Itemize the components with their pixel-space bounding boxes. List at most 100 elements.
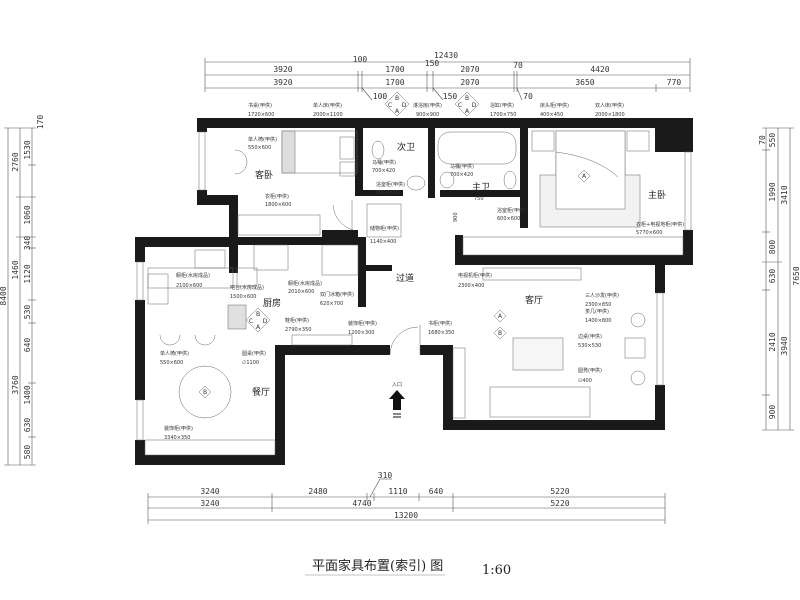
dim-right: 550 [768,133,777,148]
size-toilet: 700×420 [372,168,395,174]
label-shower: 淋浴房(甲供) [413,102,442,109]
size-cabinet: 2010×600 [288,289,314,295]
dim-top: 70 [513,61,523,70]
label-fridge: 双门冰箱(甲供) [320,291,354,298]
room-dining: 餐厅 [252,386,270,398]
dim-left: 1460 [11,260,20,279]
sideboard-shape [144,439,276,456]
dim-callout: 70 [523,92,533,101]
dim-bottom: 5220 [550,487,569,496]
label-vanity: 浴室柜(甲供) [376,181,405,188]
index-mark-a: A [395,108,400,115]
dim-callout: 100 [373,92,388,101]
size-sideboard: 3340×350 [164,435,190,441]
index-mark-b: B [465,95,469,102]
size-fridge: 620×700 [320,301,343,307]
wardrobe-tv-shape [462,236,684,256]
label-tv-cabinet: 电视机柜(甲供) [458,272,492,279]
index-mark-b: B [395,95,399,102]
entrance-arrow-icon [389,390,405,410]
label-toilet: 马桶(甲供) [372,159,396,166]
top-dimensions: 12430 3920 100 1700 150 2070 70 4420 392… [204,51,691,101]
fridge-shape [321,244,359,276]
label-side-table: 边桌(甲供) [578,333,602,340]
dim-left: 1530 [23,140,32,159]
label-toilet: 马桶(甲供) [450,163,474,170]
tv-cabinet-shape [482,267,582,281]
label-master-wardrobe: 衣柜+电视地柜(甲供) [636,221,684,228]
dim-callout: 150 [443,92,458,101]
dim-bottom: 5220 [550,499,569,508]
dim-top: 1700 [385,65,404,74]
dim-left: 530 [23,305,32,320]
dim-left: 640 [23,338,32,353]
drawing-title: 平面家具布置(索引) 图 [312,558,443,574]
room-labels: 客卧 次卫 主卫 主卧 过道 厨房 客厅 餐厅 入口 [252,141,666,418]
dim-top: 2070 [460,65,479,74]
label-dining-chair: 单人椅(甲供) [160,350,189,357]
bottom-dimensions: 310 3240 2480 1110 640 5220 3240 4740 52… [147,471,666,524]
index-mark-a: A [256,324,261,331]
dim-bottom: 1110 [388,487,407,496]
dim-top: 100 [353,55,368,64]
room-master-bedroom: 主卧 [648,189,666,201]
dim-bottom: 3240 [200,499,219,508]
dim-top-total: 12430 [434,51,458,60]
size-wardrobe: 1800×600 [265,202,291,208]
index-mark-b: B [203,389,207,396]
index-mark-c: C [458,102,462,109]
room-living: 客厅 [525,294,543,306]
dim-left: 340 [23,236,32,251]
room-kitchen: 厨房 [263,297,281,309]
deco-cabinet-shape [291,334,353,346]
size-tv-cabinet: 2300×400 [458,283,484,289]
dim-left: 1120 [23,264,32,283]
size-cabinet: 2100×600 [176,283,202,289]
dim-right: 3940 [780,336,789,355]
label-double-bed: 双人床(甲供) [595,102,624,109]
size-sofa: 2300×850 [585,302,611,308]
size-bathtub: 1700×750 [490,112,516,118]
index-mark-a: A [465,108,470,115]
round-table-shape [178,365,232,419]
size-master-wardrobe: 5770×600 [636,230,662,236]
size-desk: 1720×600 [248,112,274,118]
dim-bottom: 2480 [308,487,327,496]
index-mark-d: D [402,102,407,109]
dim-right: 900 [768,405,777,420]
label-bar: 吧台(水房成品) [230,284,264,291]
dim-bottom: 3240 [200,487,219,496]
dim-top: 3920 [273,78,292,87]
storage-shape [366,203,402,238]
dim-right: 3410 [780,185,789,204]
label-bathtub: 浴缸(甲供) [490,102,514,109]
dim-bottom: 4740 [352,499,371,508]
size-door: 900 [453,212,459,222]
dim-top: 3650 [575,78,594,87]
room-master-bath: 主卫 [472,181,490,193]
dim-callout: 310 [378,471,393,480]
walls [135,118,693,465]
dim-top: 2070 [460,78,479,87]
dim-top: 770 [667,78,682,87]
label-single-bed: 单人床(甲供) [313,102,342,109]
side-table-shape [624,337,646,359]
label-round-table: 圆桌(甲供) [242,350,266,357]
size-vanity: 600×600 [376,190,399,196]
index-mark-b: B [498,330,502,337]
dim-right: 630 [768,269,777,284]
index-mark-a: A [582,173,587,180]
dim-top: 3920 [273,65,292,74]
dim-left: 3760 [11,375,20,394]
dim-top: 150 [425,59,440,68]
index-marks: B A C D B A C D B A C D A A B B [198,91,591,399]
wardrobe-shape [237,214,321,236]
dim-callout: 70 [758,135,767,145]
drawing-scale: 1:60 [482,563,511,578]
sofa-shape [489,386,591,418]
bathtub-shape [437,131,517,165]
size-deco-cabinet: 1200×300 [348,330,374,336]
size-toilet: 700×420 [450,172,473,178]
size-bar: 1500×600 [230,294,256,300]
size-master-bath-door: 750 [474,196,484,202]
